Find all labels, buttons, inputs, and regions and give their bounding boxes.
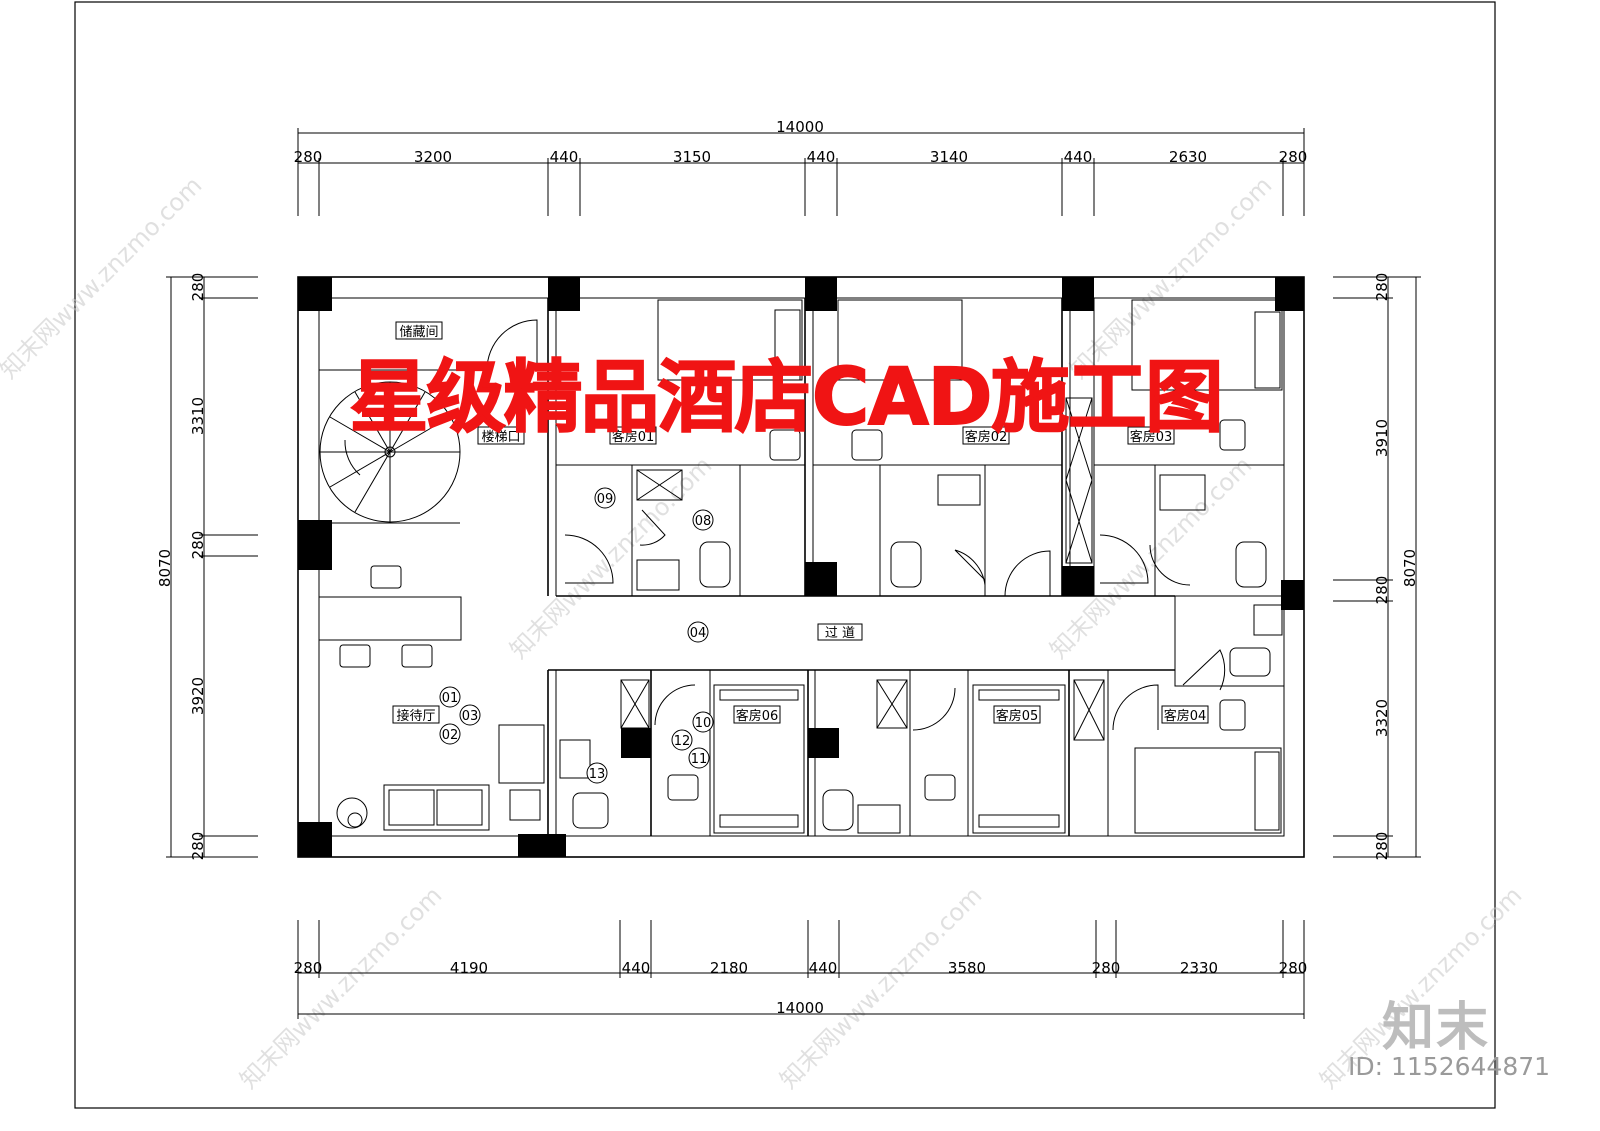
- brand-logo: 知末: [1382, 998, 1491, 1058]
- room-label-storage: 储藏间: [399, 325, 438, 340]
- tag-label: 11: [691, 752, 708, 767]
- dim-label: 280: [189, 832, 207, 861]
- dim-label: 3320: [1373, 699, 1391, 737]
- tag-label: 08: [695, 514, 712, 529]
- dim-label: 2180: [710, 959, 748, 977]
- watermark: 知末网www.znzmo.com: [1044, 451, 1257, 664]
- dim-label: 280: [1279, 148, 1308, 166]
- dimension-right: [1333, 276, 1421, 858]
- room-label-room06: 客房06: [736, 708, 779, 724]
- room-label-room01: 客房01: [612, 429, 655, 445]
- room-label-room03: 客房03: [1130, 429, 1173, 445]
- dimension-top: [297, 128, 1305, 216]
- dim-left-total: 8070: [156, 549, 174, 587]
- dim-bottom-total: 14000: [776, 999, 824, 1017]
- dim-top-total: 14000: [776, 118, 824, 136]
- tag-label: 10: [695, 716, 712, 731]
- room-label-room02: 客房02: [965, 429, 1008, 445]
- beds: [657, 299, 1283, 834]
- dim-label: 2630: [1169, 148, 1207, 166]
- dim-label: 280: [1373, 273, 1391, 302]
- dim-label: 3140: [930, 148, 968, 166]
- index-tag-labels: 01 02 03 04 08 09 10 11 12 13: [442, 492, 712, 782]
- dim-label: 440: [622, 959, 651, 977]
- tag-label: 09: [597, 492, 614, 507]
- dim-label: 440: [807, 148, 836, 166]
- dim-label: 280: [189, 273, 207, 302]
- dim-label: 3910: [1373, 419, 1391, 457]
- columns: [298, 277, 1304, 857]
- dim-right-total: 8070: [1401, 549, 1419, 587]
- room-label-room05: 客房05: [996, 708, 1039, 724]
- dim-label: 280: [294, 148, 323, 166]
- dim-label: 3200: [414, 148, 452, 166]
- doors: [486, 319, 1226, 731]
- watermark: 知末网www.znzmo.com: [0, 171, 207, 384]
- dim-label: 4190: [450, 959, 488, 977]
- room-label-corridor: 过 道: [825, 626, 855, 641]
- dim-top-labels: 280 3200 440 3150 440 3140 440 2630 280: [294, 148, 1308, 166]
- watermark: 知末网www.znzmo.com: [504, 451, 717, 664]
- watermark: 知末网www.znzmo.com: [234, 881, 447, 1094]
- index-tags: [439, 487, 714, 784]
- room-label-reception: 接待厅: [396, 708, 435, 724]
- dim-bottom-labels: 280 4190 440 2180 440 3580 280 2330 280: [294, 959, 1308, 977]
- dim-label: 280: [294, 959, 323, 977]
- dim-label: 3920: [189, 677, 207, 715]
- dim-label: 440: [809, 959, 838, 977]
- room-label-stairs: 楼梯口: [481, 430, 520, 445]
- dim-label: 440: [550, 148, 579, 166]
- dim-left-labels: 280 3310 280 3920 280: [189, 273, 207, 861]
- dim-label: 280: [189, 531, 207, 560]
- dim-label: 280: [1373, 576, 1391, 605]
- dim-label: 440: [1064, 148, 1093, 166]
- dimension-left: [166, 276, 258, 858]
- dim-label: 280: [1373, 832, 1391, 861]
- dim-label: 3580: [948, 959, 986, 977]
- dim-label: 280: [1092, 959, 1121, 977]
- spiral-stair: [319, 381, 461, 523]
- tag-label: 12: [674, 734, 691, 749]
- furniture: [336, 565, 545, 831]
- drawing-title: 星级精品酒店CAD施工图: [349, 352, 1224, 444]
- dim-label: 2330: [1180, 959, 1218, 977]
- tag-label: 03: [462, 709, 479, 724]
- watermark: 知末网www.znzmo.com: [774, 881, 987, 1094]
- dim-label: 280: [1279, 959, 1308, 977]
- dim-label: 3150: [673, 148, 711, 166]
- room-label-room04: 客房04: [1164, 708, 1207, 724]
- tag-label: 02: [442, 728, 459, 743]
- brand-id: ID: 1152644871: [1348, 1052, 1551, 1081]
- dim-label: 3310: [189, 397, 207, 435]
- tag-label: 01: [442, 691, 459, 706]
- dim-right-labels: 280 3910 280 3320 280: [1373, 273, 1391, 861]
- dimension-bottom: [297, 920, 1305, 1019]
- tag-label: 13: [589, 767, 606, 782]
- room-labels: 储藏间 楼梯口 客房01 客房02 客房03 过 道 接待厅 客房06 客房05…: [392, 321, 1209, 724]
- fixtures: [559, 397, 1283, 834]
- tag-label: 04: [690, 626, 707, 641]
